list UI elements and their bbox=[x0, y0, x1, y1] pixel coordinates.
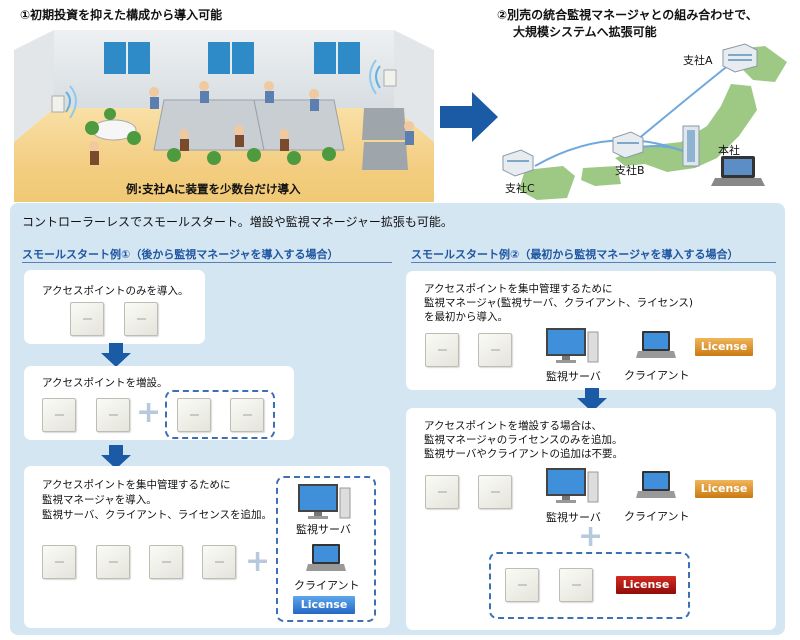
office-caption: 例:支社Aに装置を少数台だけ導入 bbox=[126, 182, 301, 196]
left-heading: ①初期投資を抑えた構成から導入可能 bbox=[20, 8, 223, 22]
right-heading-line1: ②別売の統合監視マネージャとの組み合わせで、 bbox=[497, 8, 758, 22]
headquarters-label: 本社 bbox=[718, 144, 740, 157]
expand-arrow-icon bbox=[440, 92, 498, 142]
access-point-icon bbox=[177, 398, 211, 432]
access-point-icon bbox=[42, 398, 76, 432]
license-badge: License bbox=[695, 338, 753, 356]
access-point-icon bbox=[425, 475, 459, 509]
right-heading-line2: 大規模システムへ拡張可能 bbox=[513, 25, 657, 39]
added-license-group bbox=[489, 552, 690, 619]
branch-c-label: 支社C bbox=[505, 182, 535, 195]
example2-server-label-2: 監視サーバ bbox=[546, 511, 601, 524]
example1-step1-box bbox=[24, 270, 205, 344]
access-point-icon bbox=[478, 333, 512, 367]
access-point-icon bbox=[96, 545, 130, 579]
example1-step1-text: アクセスポイントのみを導入。 bbox=[42, 285, 189, 297]
example1-step3-line2: 監視マネージャを導入。 bbox=[42, 494, 157, 506]
laptop-icon bbox=[636, 471, 676, 498]
example1-divider bbox=[22, 262, 392, 263]
access-point-icon bbox=[149, 545, 183, 579]
server-monitor-icon bbox=[546, 328, 599, 363]
example1-heading: スモールスタート例①（後から監視マネージャを導入する場合） bbox=[22, 248, 339, 261]
access-point-icon bbox=[70, 302, 104, 336]
access-point-icon bbox=[505, 568, 539, 602]
office-illustration bbox=[14, 30, 434, 202]
license-badge: License bbox=[695, 480, 753, 498]
added-license-badge: License bbox=[616, 576, 676, 594]
japan-map bbox=[495, 40, 795, 200]
example2-step2-line1: アクセスポイントを増設する場合は、 bbox=[424, 420, 602, 432]
branch-b-label: 支社B bbox=[615, 164, 645, 177]
server-monitor-icon bbox=[546, 468, 599, 503]
server-monitor-icon bbox=[298, 484, 351, 519]
example2-step1-line1: アクセスポイントを集中管理するために bbox=[424, 283, 613, 295]
example2-step2-line3: 監視サーバやクライアントの追加は不要。 bbox=[424, 448, 623, 460]
access-point-icon bbox=[96, 398, 130, 432]
example2-step1-line2: 監視マネージャ(監視サーバ、クライアント、ライセンス) bbox=[424, 297, 694, 309]
monitoring-manager-group bbox=[276, 476, 376, 622]
added-access-points-group bbox=[165, 390, 275, 439]
example2-step1-line3: を最初から導入。 bbox=[424, 311, 508, 323]
example1-step2-text: アクセスポイントを増設。 bbox=[42, 377, 168, 389]
license-badge: License bbox=[293, 596, 355, 614]
laptop-icon bbox=[636, 331, 676, 358]
example2-server-label: 監視サーバ bbox=[546, 370, 601, 383]
access-point-icon bbox=[425, 333, 459, 367]
japan-map-graphic bbox=[502, 43, 787, 200]
example1-client-label: クライアント bbox=[294, 579, 360, 592]
down-arrow-icon bbox=[577, 388, 607, 412]
example2-step1-box bbox=[406, 271, 776, 390]
access-point-icon bbox=[124, 302, 158, 336]
plus-icon: + bbox=[245, 544, 271, 579]
example2-step2-line2: 監視マネージャのライセンスのみを追加。 bbox=[424, 434, 623, 446]
panel-title: コントローラーレスでスモールスタート。増設や監視マネージャー拡張も可能。 bbox=[22, 215, 453, 229]
access-point-icon bbox=[202, 545, 236, 579]
plus-icon: + bbox=[578, 519, 604, 554]
down-arrow-icon bbox=[101, 445, 131, 469]
example1-step3-line3: 監視サーバ、クライアント、ライセンスを追加。 bbox=[42, 509, 273, 521]
example1-step3-line1: アクセスポイントを集中管理するために bbox=[42, 479, 231, 491]
example2-client-label: クライアント bbox=[624, 369, 690, 382]
access-point-icon bbox=[478, 475, 512, 509]
down-arrow-icon bbox=[101, 343, 131, 367]
example2-divider bbox=[411, 262, 776, 263]
access-point-icon bbox=[230, 398, 264, 432]
example2-heading: スモールスタート例②（最初から監視マネージャを導入する場合） bbox=[411, 248, 739, 261]
office-scene-graphic bbox=[14, 30, 434, 202]
branch-a-label: 支社A bbox=[683, 54, 713, 67]
example1-server-label: 監視サーバ bbox=[296, 523, 351, 536]
laptop-icon bbox=[306, 544, 346, 571]
access-point-icon bbox=[559, 568, 593, 602]
example2-client-label-2: クライアント bbox=[624, 510, 690, 523]
access-point-icon bbox=[42, 545, 76, 579]
plus-icon: + bbox=[136, 395, 162, 430]
